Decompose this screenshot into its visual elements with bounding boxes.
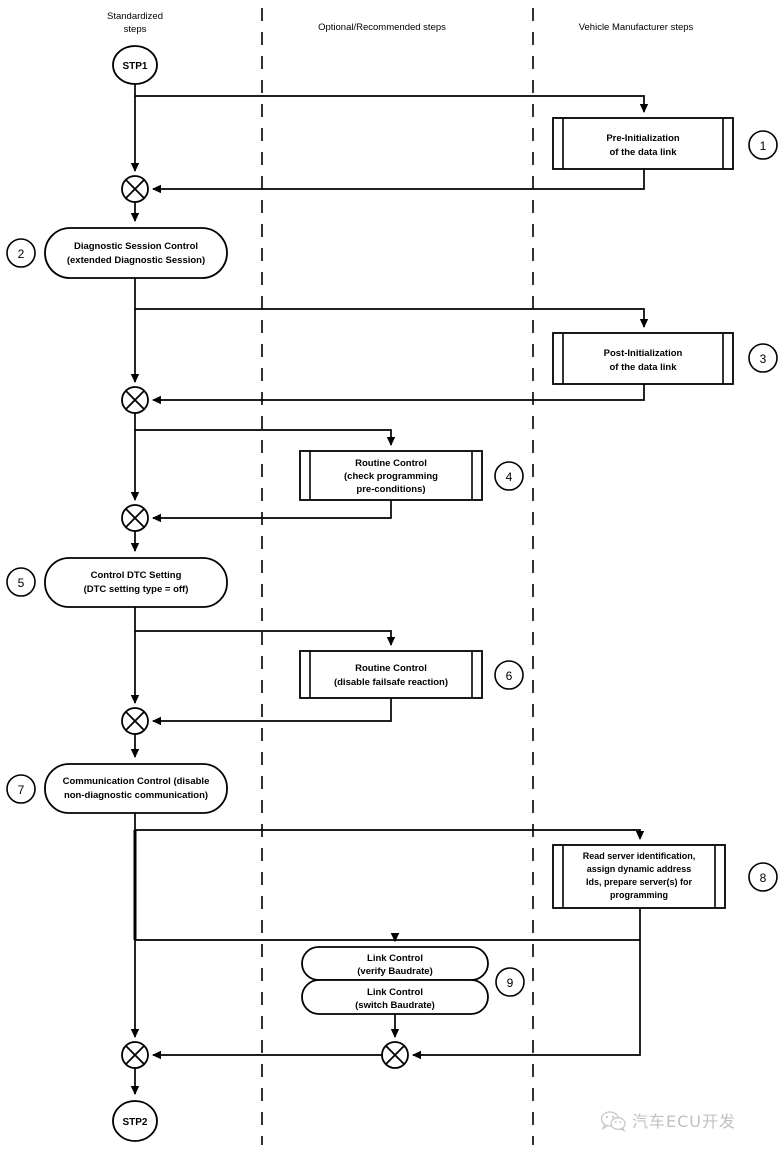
badge-9-label: 9	[507, 976, 514, 990]
node-routine-control-check-preconditions-line2: (check programming	[344, 471, 438, 482]
badge-1: 1	[748, 130, 778, 160]
edge-merge2-fork-to-routine1	[134, 413, 396, 446]
node-control-dtc-setting-line1: Control DTC Setting	[91, 570, 182, 581]
badge-1-label: 1	[760, 139, 767, 153]
lane-header-standardized-line2: steps	[124, 24, 147, 35]
node-pre-initialization-line1: Pre-Initialization	[606, 133, 680, 144]
merge-node-1	[121, 175, 149, 203]
node-post-initialization[interactable]: Post-Initialization of the data link	[552, 332, 734, 385]
node-diagnostic-session-control-line1: Diagnostic Session Control	[74, 241, 198, 252]
badge-3-label: 3	[760, 352, 767, 366]
node-pre-initialization-line2: of the data link	[609, 147, 677, 158]
node-routine-control-check-preconditions[interactable]: Routine Control (check programming pre-c…	[299, 450, 483, 501]
node-post-initialization-line2: of the data link	[609, 362, 677, 373]
merge-node-3	[121, 504, 149, 532]
badge-6-label: 6	[506, 669, 513, 683]
terminal-start: STP1	[112, 45, 158, 85]
badge-5: 5	[6, 567, 36, 597]
node-diagnostic-session-control[interactable]: Diagnostic Session Control (extended Dia…	[44, 227, 228, 279]
badge-7: 7	[6, 774, 36, 804]
merge-node-5	[121, 1041, 149, 1069]
badge-4: 4	[494, 461, 524, 491]
lane-header-optional: Optional/Recommended steps	[318, 22, 446, 33]
badge-8: 8	[748, 862, 778, 892]
node-pre-initialization[interactable]: Pre-Initialization of the data link	[552, 117, 734, 170]
node-routine-control-disable-failsafe-line1: Routine Control	[355, 663, 427, 674]
merge-node-4	[121, 707, 149, 735]
badge-2: 2	[6, 238, 36, 268]
edge-post-init-to-merge2	[152, 384, 645, 405]
node-link-control-switch-baudrate-line2: (switch Baudrate)	[355, 1000, 435, 1011]
node-post-initialization-line1: Post-Initialization	[604, 348, 683, 359]
node-diagnostic-session-control-line2: (extended Diagnostic Session)	[67, 255, 205, 266]
badge-5-label: 5	[18, 576, 25, 590]
node-control-dtc-setting[interactable]: Control DTC Setting (DTC setting type = …	[44, 557, 228, 608]
node-link-control-verify-baudrate-line1: Link Control	[367, 953, 423, 964]
merge-nodes	[121, 175, 409, 1069]
node-read-server-identification-line2: assign dynamic address	[587, 864, 692, 874]
badge-8-label: 8	[760, 871, 767, 885]
node-communication-control[interactable]: Communication Control (disable non-diagn…	[44, 763, 228, 814]
edge-pre-init-to-merge1	[152, 169, 645, 194]
node-read-server-identification-line3: Ids, prepare server(s) for	[586, 877, 693, 887]
edge-session-control-fork	[134, 278, 649, 328]
wechat-icon	[600, 1110, 626, 1132]
watermark-text: 汽车ECU开发	[632, 1112, 736, 1131]
merge-node-2	[121, 386, 149, 414]
edge-comm-control-fork-to-read-server	[134, 813, 645, 840]
terminal-end: STP2	[112, 1100, 158, 1142]
watermark: 汽车ECU开发	[600, 1103, 770, 1137]
node-routine-control-disable-failsafe[interactable]: Routine Control (disable failsafe reacti…	[299, 650, 483, 699]
badge-9: 9	[495, 967, 525, 997]
node-communication-control-line2: non-diagnostic communication)	[64, 790, 208, 801]
badge-2-label: 2	[18, 247, 25, 261]
terminal-end-label: STP2	[122, 1117, 147, 1128]
badge-7-label: 7	[18, 783, 25, 797]
node-link-control-verify-baudrate[interactable]: Link Control (verify Baudrate)	[301, 946, 489, 981]
node-routine-control-check-preconditions-line1: Routine Control	[355, 458, 427, 469]
node-link-control-verify-baudrate-line2: (verify Baudrate)	[357, 966, 433, 977]
node-link-control-switch-baudrate[interactable]: Link Control (switch Baudrate)	[301, 979, 489, 1015]
badge-3: 3	[748, 343, 778, 373]
edge-start-to-pre-init	[134, 84, 649, 113]
node-control-dtc-setting-line2: (DTC setting type = off)	[84, 584, 189, 595]
merge-node-6	[381, 1041, 409, 1069]
node-read-server-identification-line1: Read server identification,	[583, 851, 696, 861]
terminal-start-label: STP1	[122, 61, 147, 72]
node-communication-control-line1: Communication Control (disable	[63, 776, 210, 787]
node-read-server-identification-line4: programming	[610, 890, 668, 900]
badge-4-label: 4	[506, 470, 513, 484]
node-routine-control-disable-failsafe-line2: (disable failsafe reaction)	[334, 677, 448, 688]
badge-6: 6	[494, 660, 524, 690]
edge-right-trunk-to-merge6	[412, 940, 641, 1060]
node-routine-control-check-preconditions-line3: pre-conditions)	[356, 484, 425, 495]
node-link-control-switch-baudrate-line1: Link Control	[367, 987, 423, 998]
node-read-server-identification[interactable]: Read server identification, assign dynam…	[552, 844, 726, 909]
lane-header-standardized-line1: Standardized	[107, 11, 163, 22]
connectors	[130, 84, 649, 1095]
edge-dtc-setting-fork-to-routine2	[134, 607, 396, 646]
lane-dividers	[261, 8, 534, 1145]
edge-routine1-to-merge3	[152, 500, 392, 523]
lane-headers: Standardized steps Optional/Recommended …	[107, 11, 694, 35]
lane-header-vehicle: Vehicle Manufacturer steps	[579, 22, 694, 33]
edge-routine2-to-merge4	[152, 698, 392, 726]
